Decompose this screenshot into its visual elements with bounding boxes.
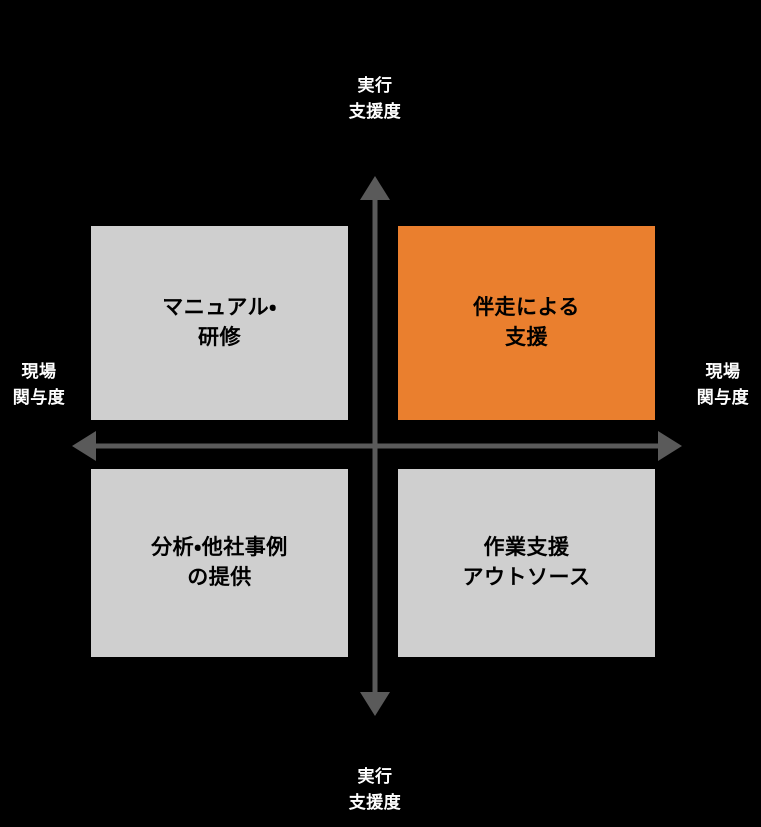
axis-label-top: 実行 支援度: [348, 76, 402, 122]
quadrant-top-right[interactable]: 伴走による 支援: [398, 226, 655, 420]
quadrant-bottom-right[interactable]: 作業支援 アウトソース: [398, 469, 655, 657]
quadrant-bottom-right-label: 作業支援 アウトソース: [462, 535, 591, 589]
arrow-up-icon: [360, 176, 390, 200]
arrow-right-icon: [658, 431, 682, 461]
arrow-left-icon: [72, 431, 96, 461]
arrow-down-icon: [360, 692, 390, 716]
quadrant-top-left[interactable]: マニュアル・ 研修: [91, 226, 348, 420]
axis-label-right: 現場 関与度: [696, 362, 750, 408]
quadrant-top-left-label: マニュアル・ 研修: [162, 295, 277, 349]
quadrant-bottom-left[interactable]: 分析・他社事例 の提供: [91, 469, 348, 657]
axis-label-bottom: 実行 支援度: [348, 767, 402, 813]
quadrant-bottom-left-label: 分析・他社事例 の提供: [151, 535, 288, 589]
axis-label-left: 現場 関与度: [12, 362, 66, 408]
quadrant-top-right-label: 伴走による 支援: [473, 295, 580, 349]
